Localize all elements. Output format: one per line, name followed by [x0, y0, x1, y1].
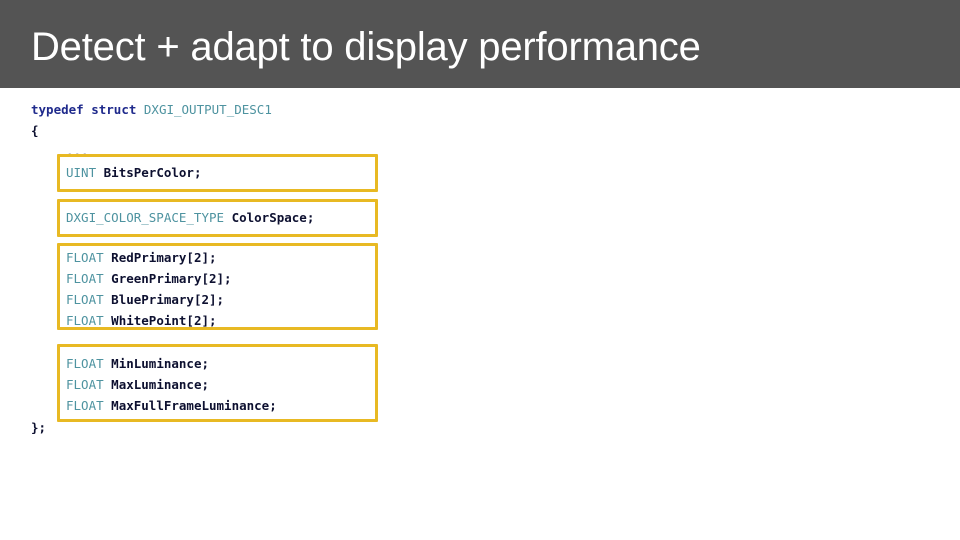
type-float-red: FLOAT — [66, 250, 104, 265]
member-max-full-frame-luminance: MaxFullFrameLuminance; — [111, 398, 277, 413]
code-line-bits-per-color: UINT BitsPerColor; — [66, 162, 201, 183]
member-color-space: ColorSpace; — [231, 210, 315, 225]
member-max-luminance: MaxLuminance; — [111, 377, 210, 392]
code-line-typedef: typedef struct DXGI_OUTPUT_DESC1 — [31, 99, 272, 120]
space-g2 — [224, 210, 232, 225]
member-red-primary: RedPrimary[2]; — [111, 250, 217, 265]
member-white-point: WhitePoint[2]; — [111, 313, 217, 328]
type-dxgi-color-space-type: DXGI_COLOR_SPACE_TYPE — [66, 210, 225, 225]
type-float-maxff-lum: FLOAT — [66, 398, 104, 413]
highlight-box-primaries — [57, 243, 378, 330]
code-line-white-point: FLOAT WhitePoint[2]; — [66, 310, 217, 331]
highlight-box-bits-per-color — [57, 154, 378, 192]
struct-name: DXGI_OUTPUT_DESC1 — [143, 102, 272, 117]
type-uint: UINT — [66, 165, 97, 180]
member-blue-primary: BluePrimary[2]; — [111, 292, 225, 307]
page-title: Detect + adapt to display performance — [31, 25, 701, 69]
code-line-red-primary: FLOAT RedPrimary[2]; — [66, 247, 217, 268]
space-2 — [136, 102, 144, 117]
code-line-blue-primary: FLOAT BluePrimary[2]; — [66, 289, 224, 310]
member-bits-per-color: BitsPerColor; — [103, 165, 202, 180]
slide-title-bar: Detect + adapt to display performance — [0, 0, 960, 88]
member-green-primary: GreenPrimary[2]; — [111, 271, 232, 286]
type-float-green: FLOAT — [66, 271, 104, 286]
brace-close: }; — [31, 420, 47, 435]
code-block: typedef struct DXGI_OUTPUT_DESC1 { ... U… — [0, 88, 960, 540]
brace-open: { — [31, 123, 39, 138]
code-line-color-space: DXGI_COLOR_SPACE_TYPE ColorSpace; — [66, 207, 314, 228]
code-line-max-full-frame-luminance: FLOAT MaxFullFrameLuminance; — [66, 395, 277, 416]
code-line-green-primary: FLOAT GreenPrimary[2]; — [66, 268, 232, 289]
type-float-blue: FLOAT — [66, 292, 104, 307]
type-float-white: FLOAT — [66, 313, 104, 328]
member-min-luminance: MinLuminance; — [111, 356, 210, 371]
space-g1 — [96, 165, 104, 180]
highlight-box-color-space — [57, 199, 378, 237]
keyword-struct: struct — [91, 102, 137, 117]
type-float-max-lum: FLOAT — [66, 377, 104, 392]
type-float-min-lum: FLOAT — [66, 356, 104, 371]
highlight-box-luminance — [57, 344, 378, 422]
keyword-typedef: typedef — [31, 102, 84, 117]
code-line-max-luminance: FLOAT MaxLuminance; — [66, 374, 209, 395]
code-line-min-luminance: FLOAT MinLuminance; — [66, 353, 209, 374]
